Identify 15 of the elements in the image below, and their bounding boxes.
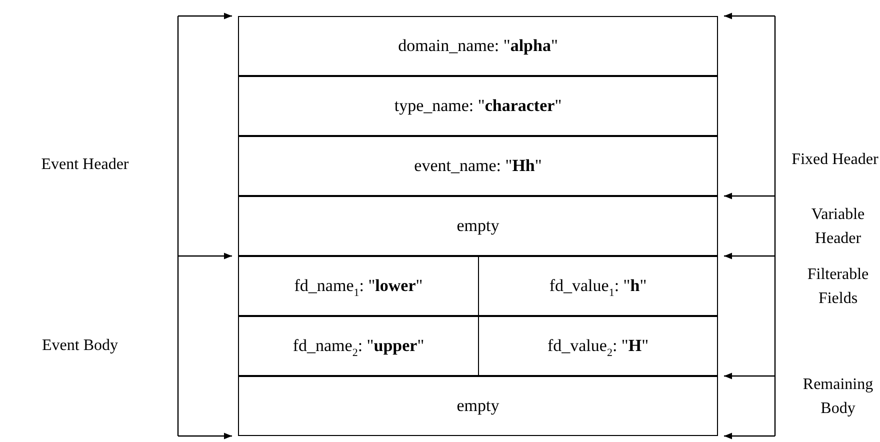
section-label: Filterable Fields [806, 265, 870, 309]
section-label: Event Body [41, 336, 119, 356]
section-label: Event Header [40, 155, 130, 175]
field-cell: empty [238, 196, 718, 256]
field-cell: fd_value$_{1}$: "h" [478, 256, 718, 316]
field-cell: domain_name: "alpha" [238, 16, 718, 76]
section-label: Variable Header [810, 205, 866, 249]
field-cell: empty [238, 376, 718, 436]
field-cell: fd_name$_{2}$: "upper" [238, 316, 479, 376]
field-cell: event_name: "Hh" [238, 136, 718, 196]
section-label: Fixed Header [791, 150, 879, 170]
field-cell: fd_name$_{1}$: "lower" [238, 256, 479, 316]
section-label: Remaining Body [802, 375, 874, 419]
field-cell: type_name: "character" [238, 76, 718, 136]
field-cell: fd_value$_{2}$: "H" [478, 316, 718, 376]
